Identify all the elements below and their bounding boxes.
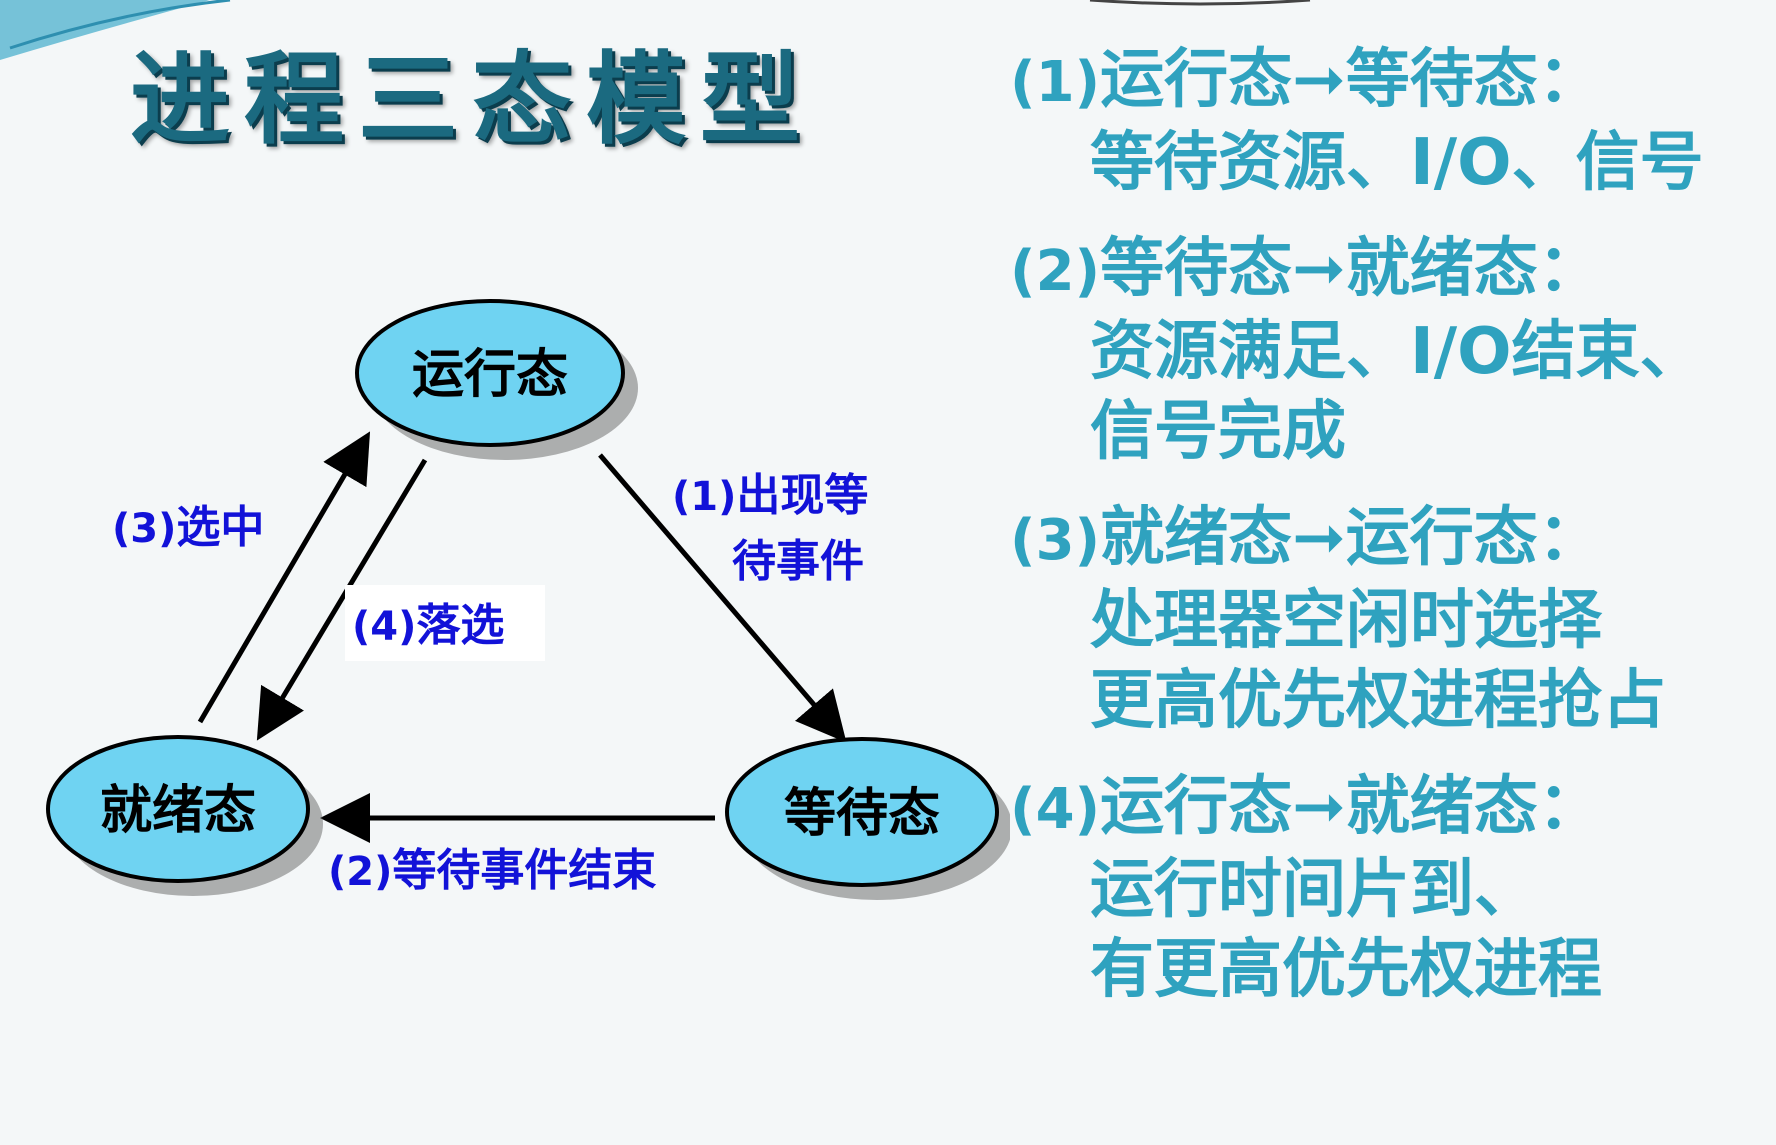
state-diagram: 运行态 就绪态 等待态 (1)出现等 待事件 (2)等待事件结束 (3)选中 (… [46, 299, 1010, 900]
transition-1-heading: (1)运行态➞等待态： [1010, 43, 1602, 117]
arrow-ready-to-running [197, 431, 371, 724]
state-waiting: 等待态 [725, 737, 1010, 900]
edge-label-2: (2)等待事件结束 [328, 845, 656, 896]
slide-title: 进程三态模型 [130, 41, 814, 158]
arrow-icon: ➞ [1292, 232, 1346, 306]
transition-list: (1)运行态➞等待态： 等待资源、I/O、信号 (2)等待态➞就绪态： 资源满足… [1010, 40, 1770, 1036]
transition-3-line-1: 处理器空闲时选择 [1090, 584, 1602, 658]
edge-label-4: (4)落选 [352, 600, 504, 651]
transition-2-line-1: 资源满足、I/O结束、 [1090, 315, 1704, 389]
transition-2: (2)等待态➞就绪态： 资源满足、I/O结束、 信号完成 [1010, 229, 1770, 472]
state-ready-label: 就绪态 [100, 781, 256, 841]
transition-3-heading: (3)就绪态➞运行态： [1010, 501, 1602, 575]
state-running: 运行态 [355, 299, 638, 460]
edge-label-3: (3)选中 [112, 502, 264, 553]
state-waiting-label: 等待态 [784, 784, 940, 844]
transition-2-heading: (2)等待态➞就绪态： [1010, 232, 1602, 306]
transition-4-line-1: 运行时间片到、 [1090, 853, 1538, 927]
arrow-running-to-ready [256, 458, 428, 741]
transition-4-line-2: 有更高优先权进程 [1090, 933, 1602, 1007]
arrow-icon: ➞ [1292, 43, 1346, 117]
transition-3-line-2: 更高优先权进程抢占 [1090, 664, 1666, 738]
transition-1-line-1: 等待资源、I/O、信号 [1090, 126, 1704, 200]
transition-4-heading: (4)运行态➞就绪态： [1010, 770, 1602, 844]
arrow-running-to-waiting [598, 453, 847, 743]
arrow-icon: ➞ [1292, 770, 1346, 844]
transition-2-line-2: 信号完成 [1090, 395, 1346, 469]
state-running-label: 运行态 [412, 345, 568, 405]
state-ready: 就绪态 [46, 735, 323, 896]
edge-label-4-bg [345, 585, 545, 661]
transition-4: (4)运行态➞就绪态： 运行时间片到、 有更高优先权进程 [1010, 767, 1770, 1010]
arrow-icon: ➞ [1292, 501, 1346, 575]
transition-3: (3)就绪态➞运行态： 处理器空闲时选择 更高优先权进程抢占 [1010, 498, 1770, 741]
transition-1: (1)运行态➞等待态： 等待资源、I/O、信号 [1010, 40, 1770, 203]
edge-label-1: (1)出现等 待事件 [672, 470, 884, 587]
